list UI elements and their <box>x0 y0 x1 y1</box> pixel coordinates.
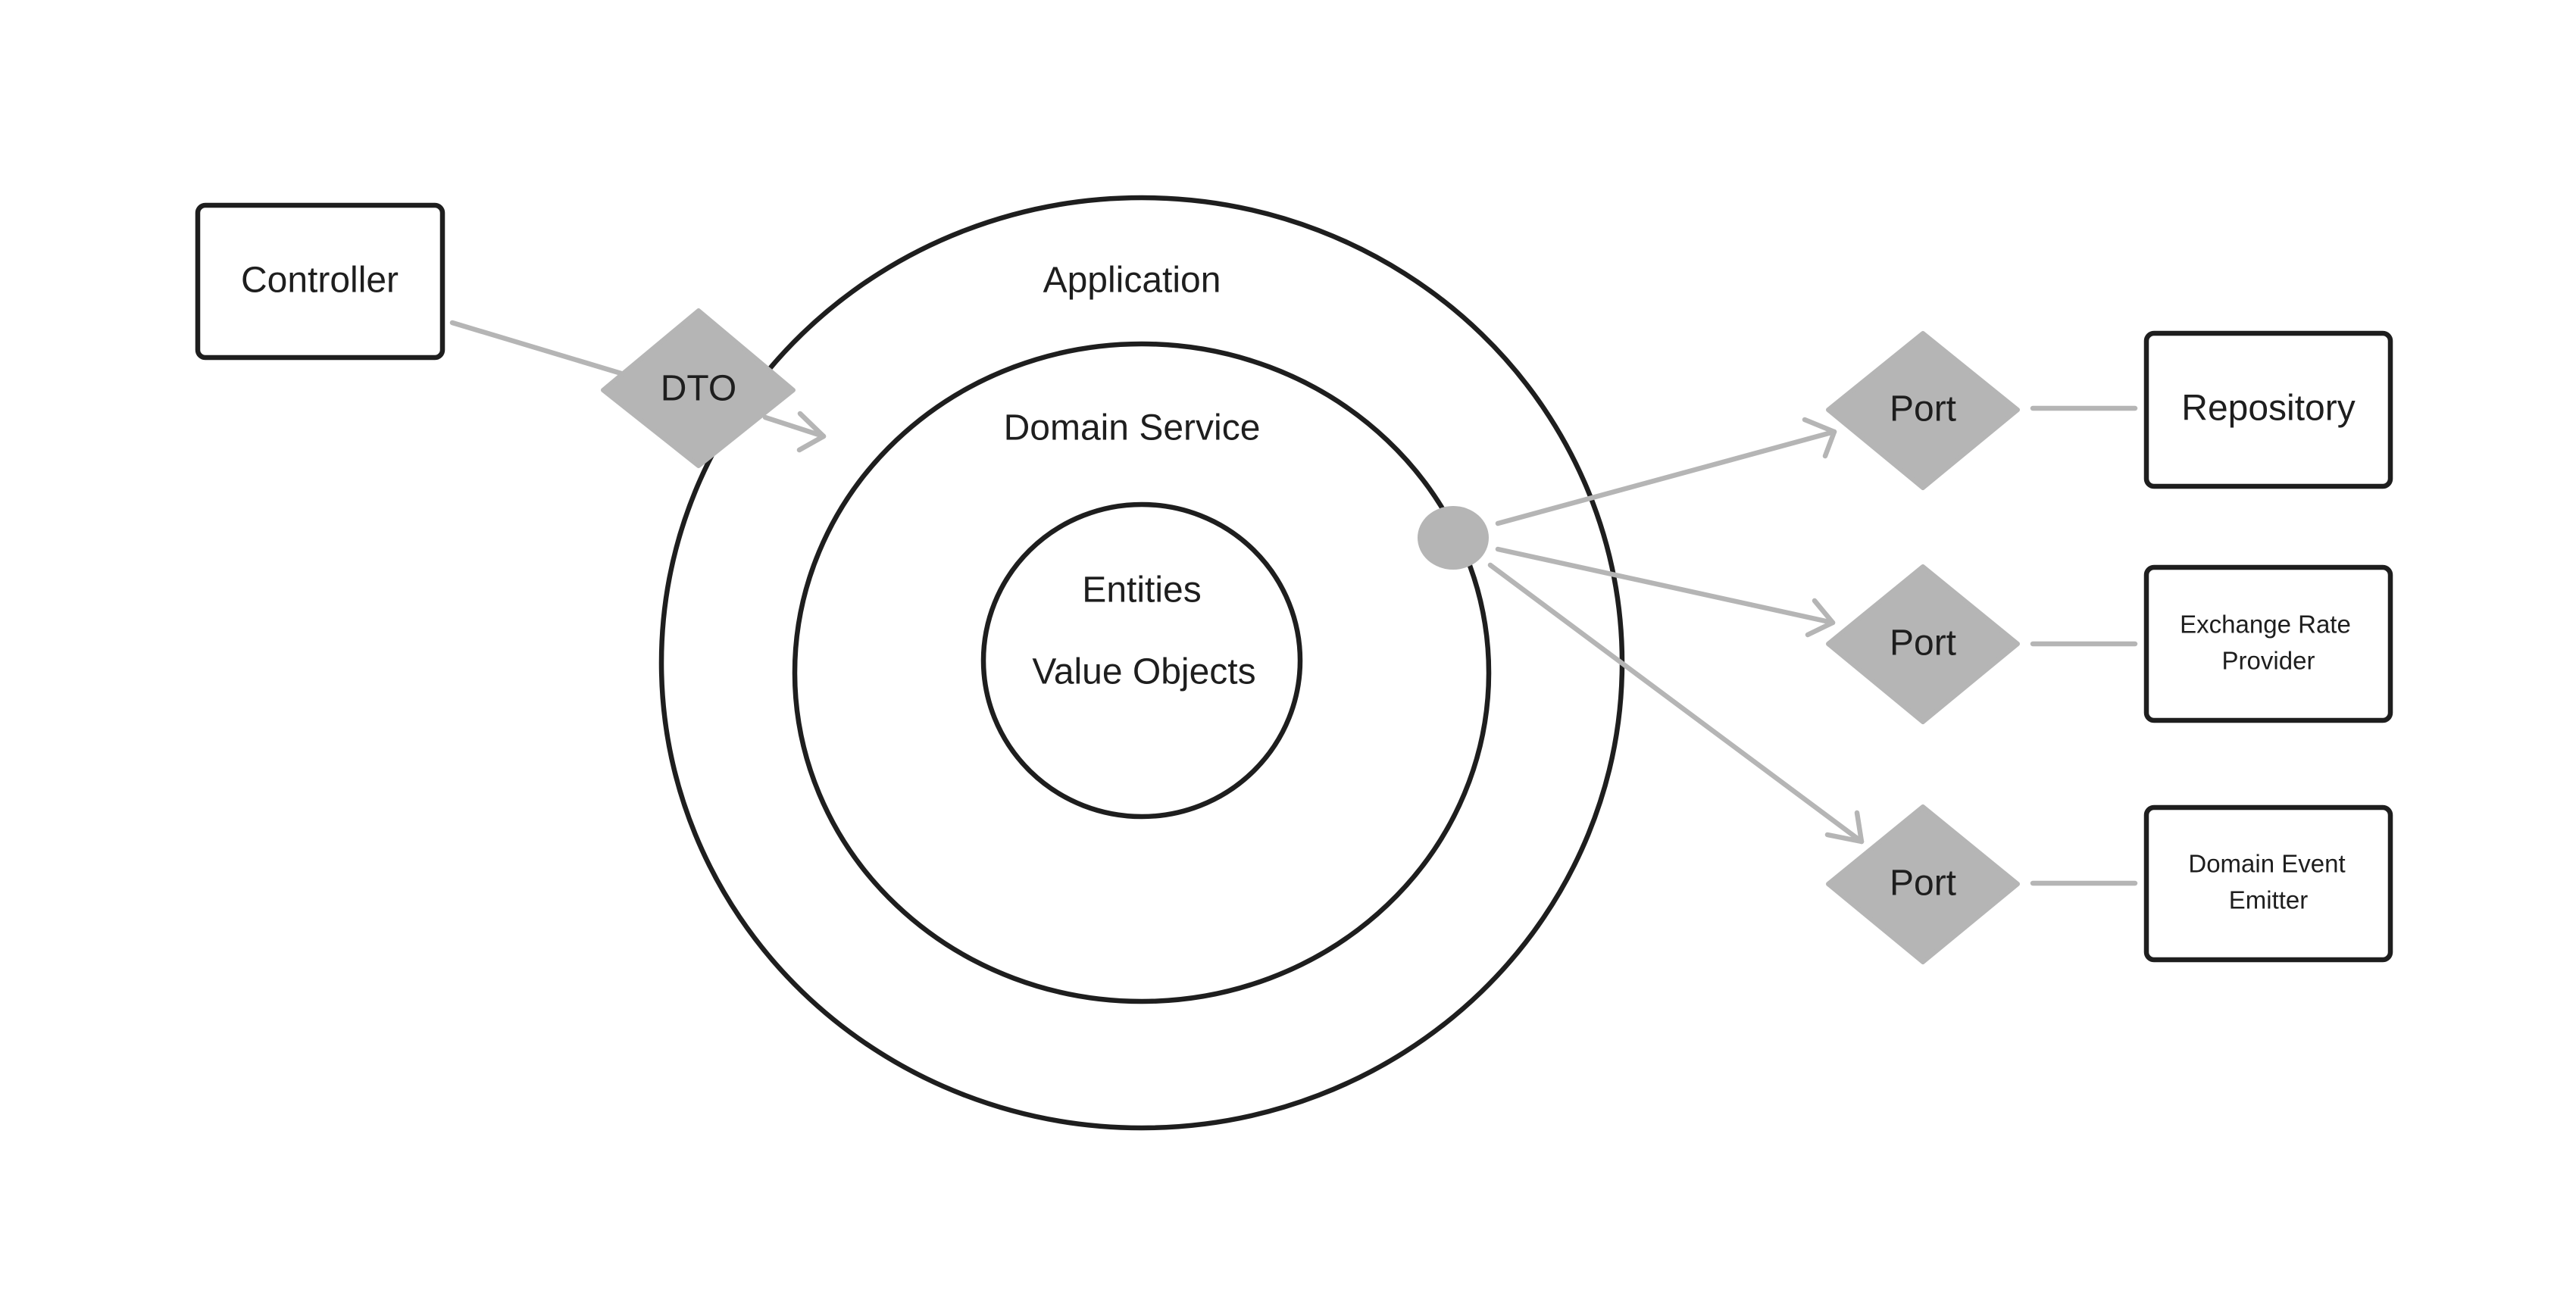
arrow-to-port-2 <box>1495 546 1836 626</box>
application-label: Application <box>1043 261 1221 301</box>
arrow-to-port-1-head <box>1802 417 1837 459</box>
outbound-port-dot <box>1418 506 1489 570</box>
entities-ring <box>980 501 1303 820</box>
arrow-to-port-3 <box>1487 562 1865 845</box>
port-diamond-1 <box>1826 331 2020 490</box>
repository-label: Repository <box>2181 389 2355 429</box>
controller-box <box>195 202 445 361</box>
dto-arrowhead <box>796 411 827 453</box>
exchange-rate-provider-label-line-2: Provider <box>2222 647 2315 675</box>
port-label-1: Port <box>1890 389 1956 429</box>
dto-to-domain-arrow <box>762 414 827 439</box>
arrow-to-port-2-head <box>1805 598 1836 638</box>
port-diamond-2 <box>1826 564 2020 724</box>
domain-service-label: Domain Service <box>1004 408 1261 448</box>
repository-box <box>2143 330 2393 489</box>
exchange-rate-provider-label-line-1: Exchange Rate <box>2180 611 2351 639</box>
domain-event-emitter-label-line-1: Domain Event <box>2188 850 2345 878</box>
value-objects-label: Value Objects <box>1032 652 1255 692</box>
dto-diamond <box>601 308 796 468</box>
controller-label: Controller <box>241 261 399 301</box>
arrow-to-port-3-head <box>1824 810 1865 845</box>
dto-label: DTO <box>661 369 736 409</box>
domain-service-ring <box>792 341 1492 1004</box>
port-label-2: Port <box>1890 623 1956 664</box>
controller-to-dto-connector <box>449 320 624 376</box>
port-label-3: Port <box>1890 864 1956 904</box>
exchange-rate-provider-box <box>2143 564 2393 723</box>
port-diamond-3 <box>1826 804 2020 964</box>
entities-label: Entities <box>1082 570 1201 611</box>
domain-event-emitter-box <box>2143 804 2393 963</box>
domain-event-emitter-label-line-2: Emitter <box>2229 886 2309 914</box>
arrow-to-port-1 <box>1495 429 1837 526</box>
